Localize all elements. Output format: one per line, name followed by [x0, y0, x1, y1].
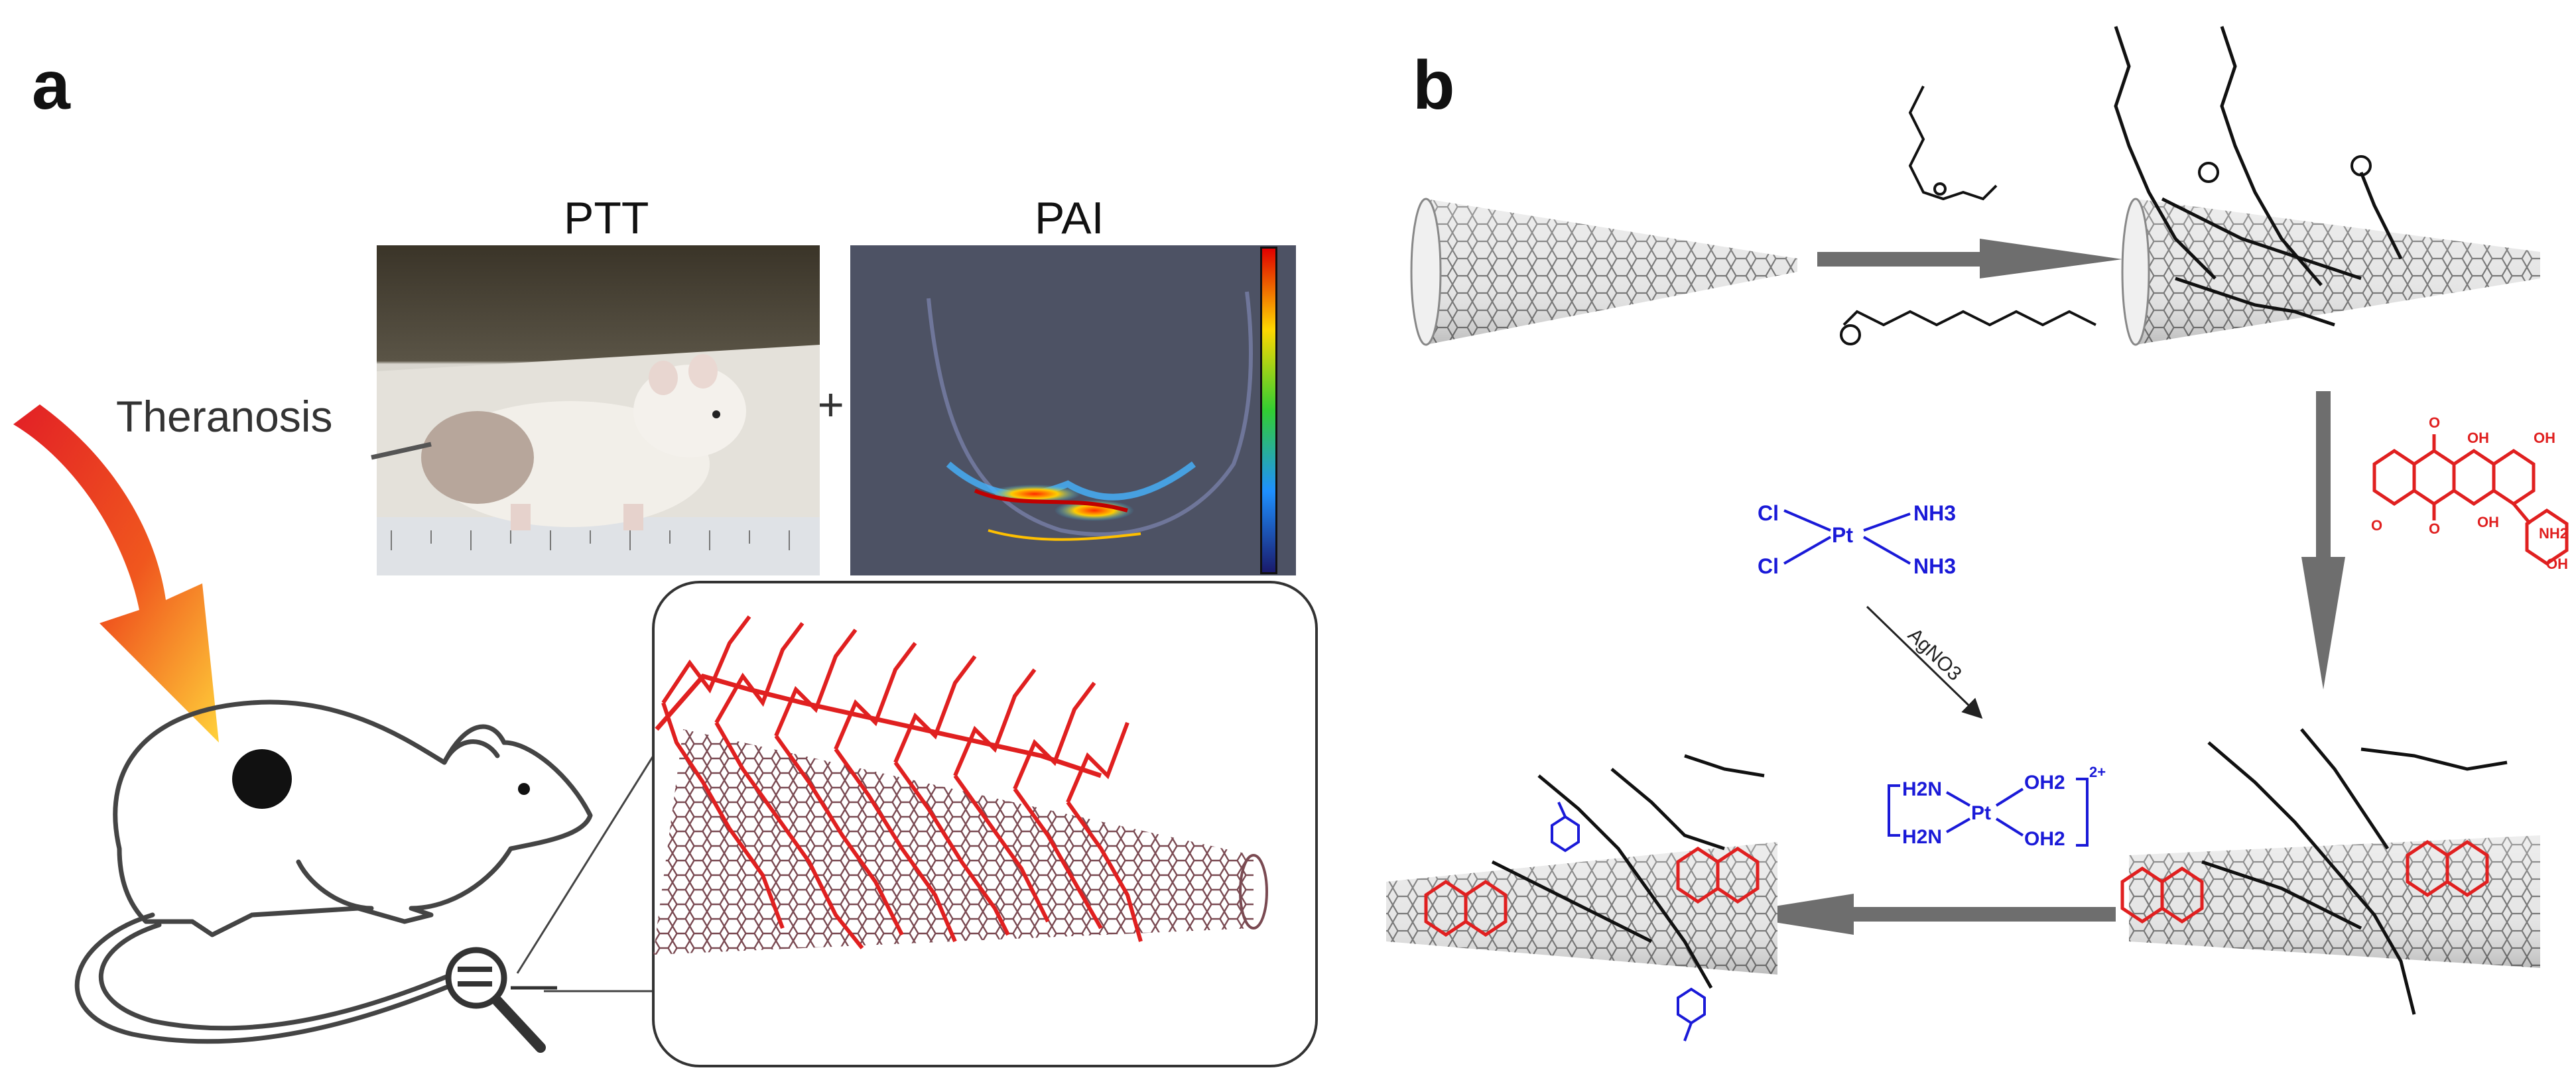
- zoom-line-top: [516, 755, 655, 974]
- laser-beam-arrow: [13, 404, 219, 743]
- pristine-nanotube: [1410, 198, 1797, 346]
- agno3-arrow: AgNO3: [1866, 605, 1983, 719]
- aqua-charge: 2+: [2089, 764, 2106, 780]
- tumor-spot: [232, 749, 292, 809]
- dox-oh-3: OH: [2477, 514, 2499, 530]
- dox-o-1: O: [2429, 414, 2440, 431]
- arrow-right-1: [1817, 239, 2122, 278]
- cisplatin-pt: Pt: [1832, 523, 1853, 547]
- cisplatin-cl-1: Cl: [1758, 501, 1779, 525]
- magnifier-icon: [445, 947, 557, 1053]
- mouse-eye: [518, 783, 530, 795]
- dox-ome: O: [2371, 517, 2382, 534]
- cisplatin-nh3-1: NH3: [1913, 501, 1956, 525]
- dox-oh-1: OH: [2467, 430, 2489, 446]
- pai-image: [850, 245, 1296, 575]
- panel-b-letter: b: [1413, 47, 1455, 124]
- mouse-outline: [74, 699, 593, 1044]
- theranosis-label: Theranosis: [116, 392, 333, 441]
- dox-oh-4: OH: [2546, 556, 2568, 572]
- aqua-pt-complex: H2N H2N Pt OH2 OH2 2+: [1888, 764, 2106, 850]
- cisplatin-cl-2: Cl: [1758, 554, 1779, 578]
- dox-oh-2: OH: [2534, 430, 2555, 446]
- doxorubicin-labels: OH O OH O OH NH2 OH O: [2371, 414, 2568, 572]
- panel-a-letter: a: [32, 47, 70, 124]
- ptt-photo: [371, 245, 820, 575]
- aqua-oh2-1: OH2: [2024, 772, 2065, 794]
- aqua-h2n-2: H2N: [1902, 826, 1942, 848]
- dox-loaded-nanotube: [2120, 728, 2540, 1015]
- agno3-label: AgNO3: [1903, 624, 1966, 685]
- functionalized-nanotube: [2114, 26, 2540, 346]
- aqua-h2n-1: H2N: [1902, 778, 1942, 800]
- cisplatin-nh3-2: NH3: [1913, 554, 1956, 578]
- aqua-pt: Pt: [1971, 802, 1991, 824]
- doxorubicin-structure: [2372, 434, 2569, 566]
- pai-title: PAI: [1035, 193, 1104, 243]
- cisplatin-structure: Cl Cl Pt NH3 NH3: [1758, 501, 1956, 578]
- aqua-oh2-2: OH2: [2024, 828, 2065, 850]
- arrow-down: [2301, 391, 2345, 690]
- peg-lipid-reagent: [1840, 86, 2096, 345]
- dox-nh2: NH2: [2539, 525, 2568, 542]
- dox-o-2: O: [2429, 520, 2440, 537]
- zoom-box: [652, 581, 1318, 1067]
- plus-sign: +: [817, 379, 844, 430]
- ptt-title: PTT: [564, 193, 649, 243]
- arrow-left: [1724, 894, 2116, 935]
- final-conjugate-nanotube: [1386, 754, 1777, 1042]
